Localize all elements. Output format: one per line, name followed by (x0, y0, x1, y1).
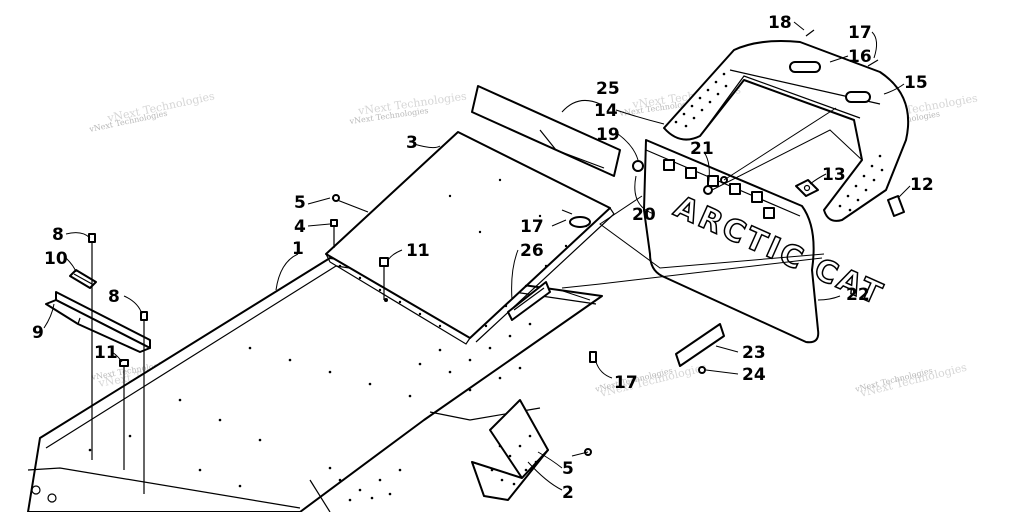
fasteners-left (88, 194, 389, 494)
callout-14: 14 (594, 101, 618, 121)
callouts: 1 2 3 4 5 5 8 8 9 10 11 11 12 13 14 15 1… (32, 13, 934, 503)
callout-11-left: 11 (94, 343, 118, 363)
part-3-rear-panel (325, 131, 615, 345)
callout-3: 3 (406, 133, 418, 153)
part-16-grip-slot (789, 61, 821, 73)
callout-1: 1 (292, 239, 304, 259)
callout-16: 16 (848, 47, 872, 67)
callout-25: 25 (596, 79, 620, 99)
callout-21: 21 (690, 139, 714, 159)
callout-4: 4 (294, 217, 306, 237)
callout-11-panel: 11 (406, 241, 430, 261)
part-25-flap (471, 85, 621, 177)
callout-8-right: 8 (108, 287, 120, 307)
bumper-perforations-right (838, 154, 884, 212)
callout-10: 10 (44, 249, 68, 269)
flap-slots (663, 159, 775, 219)
part-17-bolt-panel (561, 209, 591, 228)
callout-5-upper: 5 (294, 193, 306, 213)
bumper-perforations-left (674, 72, 728, 128)
leader-lines (43, 21, 911, 491)
callout-13: 13 (822, 165, 846, 185)
part-9-side-bracket (45, 291, 151, 353)
part-24-screw (698, 366, 706, 374)
callout-9: 9 (32, 323, 44, 343)
part-10-pad (69, 269, 97, 289)
fasteners-right (584, 29, 879, 456)
tunnel-end-bolts (31, 485, 57, 503)
callout-18: 18 (768, 13, 792, 33)
part-23-plate (675, 323, 725, 367)
callout-24: 24 (742, 365, 766, 385)
tunnel-holes (88, 322, 532, 502)
part-26-emblem (507, 281, 551, 321)
part-16-grip-slot (845, 91, 871, 103)
callout-20: 20 (632, 205, 656, 225)
callout-12: 12 (910, 175, 934, 195)
callout-17-bumper: 17 (848, 23, 872, 43)
bracket-holes (490, 434, 538, 486)
part-12-clip (887, 195, 905, 217)
callout-22: 22 (846, 285, 870, 305)
callout-17-lower: 17 (614, 373, 638, 393)
callout-8-left: 8 (52, 225, 64, 245)
callout-15: 15 (904, 73, 928, 93)
callout-17-panel: 17 (520, 217, 544, 237)
callout-26: 26 (520, 241, 544, 261)
part-15-bumper (663, 40, 910, 222)
callout-19: 19 (596, 125, 620, 145)
panel-holes (338, 178, 588, 328)
part-13-nut-plate (795, 179, 819, 197)
callout-2: 2 (562, 483, 574, 503)
callout-5-lower: 5 (562, 459, 574, 479)
part-2-bracket (471, 399, 549, 501)
callout-23: 23 (742, 343, 766, 363)
part-22-rear-flap: ARCTIC CAT (643, 139, 890, 344)
